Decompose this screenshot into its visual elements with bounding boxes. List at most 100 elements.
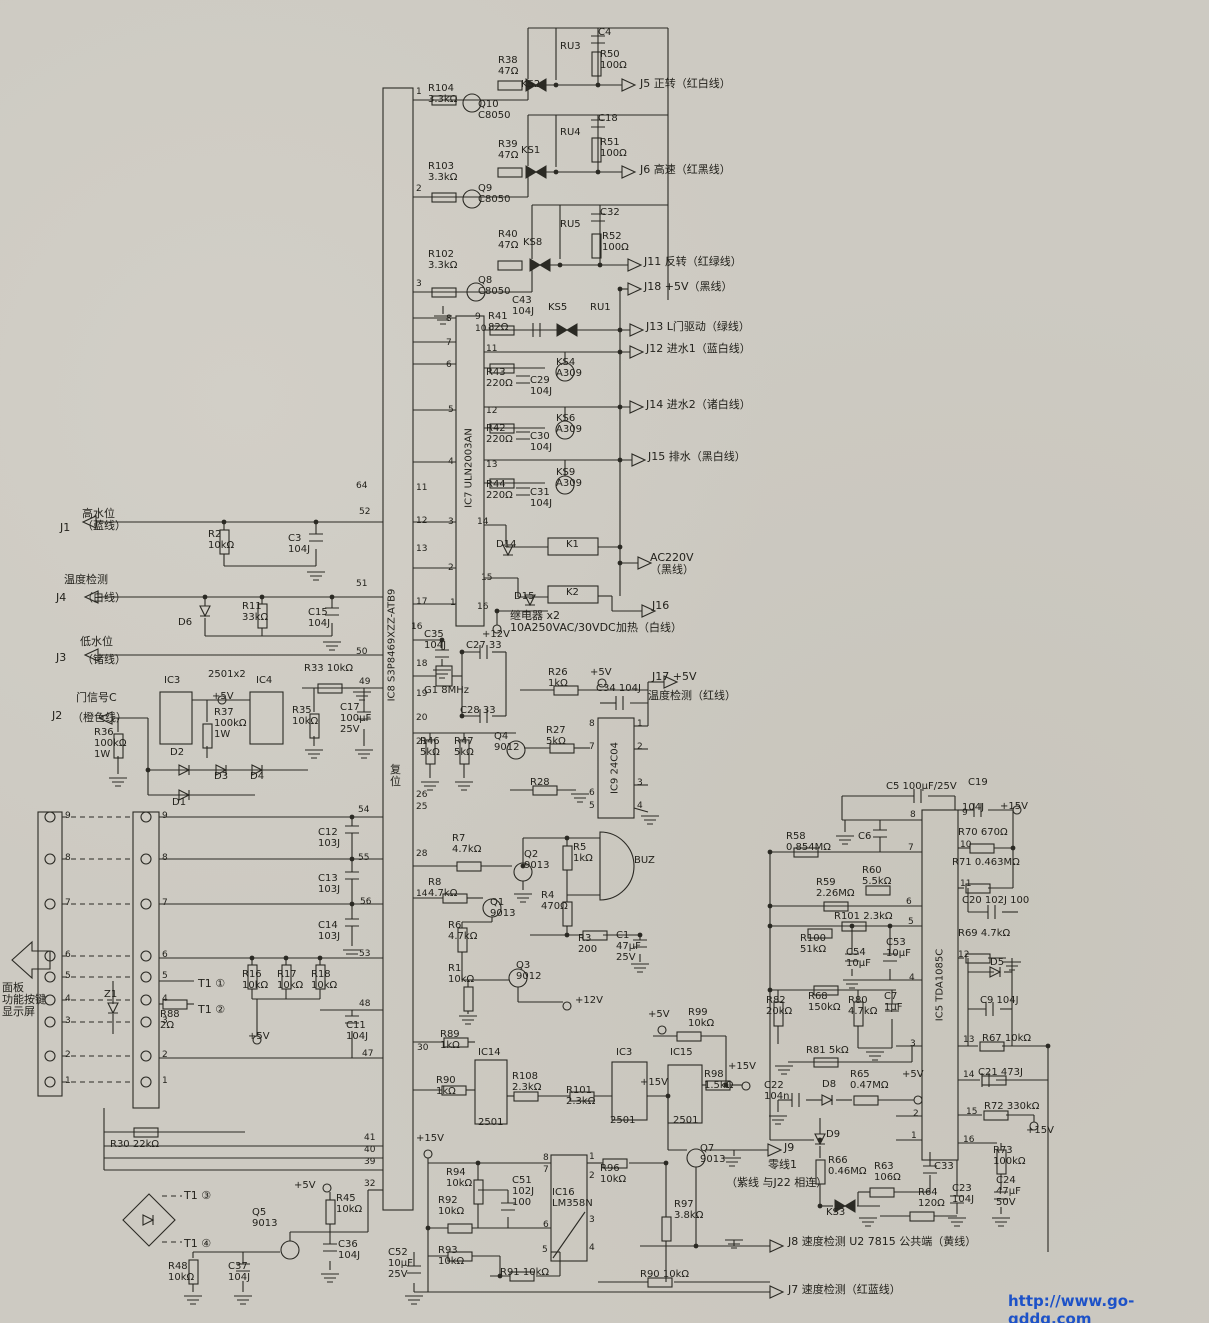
r4-label: R4 470Ω [541,890,568,912]
ground-symbol [321,1273,339,1283]
connector-arrow-right [621,165,637,179]
capacitor-symbol [633,939,647,948]
resistor-symbol [869,1187,895,1198]
capacitor-symbol [501,1202,515,1211]
p16r-label: 16 [411,622,423,632]
j7-label: J7 速度检测（红蓝线） [788,1283,901,1296]
r26-label: R26 1kΩ [548,667,568,689]
j17b-label: 温度检测（红线） [648,689,736,702]
d5-label: D5 [990,957,1005,968]
i5p9-label: 9 [962,808,968,818]
terminal-circle [423,1149,433,1159]
p11r-label: 11 [416,483,428,493]
ground-symbol [948,1217,966,1227]
r101b-label: R101 2.3kΩ [566,1085,596,1107]
junction-dot [617,457,623,463]
junction-dot [617,327,623,333]
resistor-symbol [281,964,292,990]
connector-pin-circle [140,811,152,823]
i5p10-label: 10 [960,840,972,850]
component-box [547,537,599,556]
ground-symbol [455,781,473,791]
s2p1-label: 1 [162,1076,168,1086]
connector-arrow-left [81,515,97,529]
s2p5-label: 5 [162,971,168,981]
c28-label: C28 33 [460,705,496,716]
r92-label: R92 10kΩ [438,1195,465,1217]
junction-dot [494,608,500,614]
ground-symbol [421,781,439,791]
triac-symbol [525,78,547,92]
capacitor-symbol [345,871,359,880]
p55-label: 55 [358,853,370,863]
j13-label: J13 L门驱动（绿线） [646,320,750,333]
j2t2-label: （橙色线） [72,711,127,724]
junction-dot [617,544,623,550]
resistor-symbol [602,1158,628,1169]
c19v-label: 104J [962,802,985,813]
r18-label: R18 10kΩ [311,969,338,991]
ic15n-label: 2501 [673,1115,699,1126]
s1p6-label: 6 [65,950,71,960]
r70-label: R70 670Ω [958,827,1008,838]
capacitor-symbol [985,1002,994,1016]
r16-label: R16 10kΩ [242,969,269,991]
j4t2-label: （白线） [82,591,126,604]
transistor-symbol [462,189,482,209]
transistor-symbol [686,1148,706,1168]
c1-label: C1 47μF 25V [616,930,641,963]
outline-shape [122,1193,176,1247]
r99-label: R99 10kΩ [688,1007,715,1029]
terminal-circle [217,695,227,705]
capacitor-symbol [479,709,488,723]
connector-pin-circle [140,1050,152,1062]
junction-dot [349,856,355,862]
c31-label: C31 104J [530,487,553,509]
capacitor-symbol [591,213,605,222]
r90a-label: R90 1kΩ [436,1075,456,1097]
p21r-label: 21 [416,737,428,747]
capacitor-symbol [323,1243,337,1252]
i5p5-label: 5 [908,917,914,927]
ic14-label: IC14 [478,1047,501,1058]
p47-label: 47 [362,1049,374,1059]
i7p11-label: 11 [486,344,498,354]
resistor-symbol [497,260,523,271]
junction-dot [595,169,601,175]
ic16-label-label: IC16 LM358N [552,1187,593,1209]
buzzer-symbol [599,831,635,901]
resistor-symbol [431,192,457,203]
resistor-symbol [773,1001,784,1027]
r3-label: R3 200 [578,933,598,955]
connector-arrow-right [663,675,679,689]
s1p8-label: 8 [65,853,71,863]
i7p6-label: 6 [446,360,452,370]
component-box [921,809,959,1161]
wire [552,1211,586,1259]
j14-label: J14 进水2（诸白线） [646,398,751,411]
s1p4-label: 4 [65,994,71,1004]
resistor-symbol [647,1277,673,1288]
outline-shape [11,940,51,980]
resistor-symbol [497,167,523,178]
p64-label: 64 [356,481,368,491]
s2p9-label: 9 [162,811,168,821]
c54-label: C54 10μF [846,947,871,969]
resistor-symbol [489,363,515,374]
r102-label: R102 3.3kΩ [428,249,458,271]
i9p3-label: 3 [637,778,643,788]
r1-label: R1 10kΩ [448,963,475,985]
q4-label: Q4 9012 [494,731,520,753]
i5p4-label: 4 [909,973,915,983]
resistor-symbol [457,927,468,953]
junction-dot [475,1160,481,1166]
watermark-link[interactable]: http://www.go-gddq.com [1008,1292,1135,1323]
q1-label: Q1 9013 [490,897,516,919]
junction-dot [202,594,208,600]
r64-label: R64 120Ω [918,1187,945,1209]
junction-dot [723,1082,729,1088]
ground-symbol [305,749,323,759]
i5p7-label: 7 [908,843,914,853]
d2-label: D2 [170,747,185,758]
